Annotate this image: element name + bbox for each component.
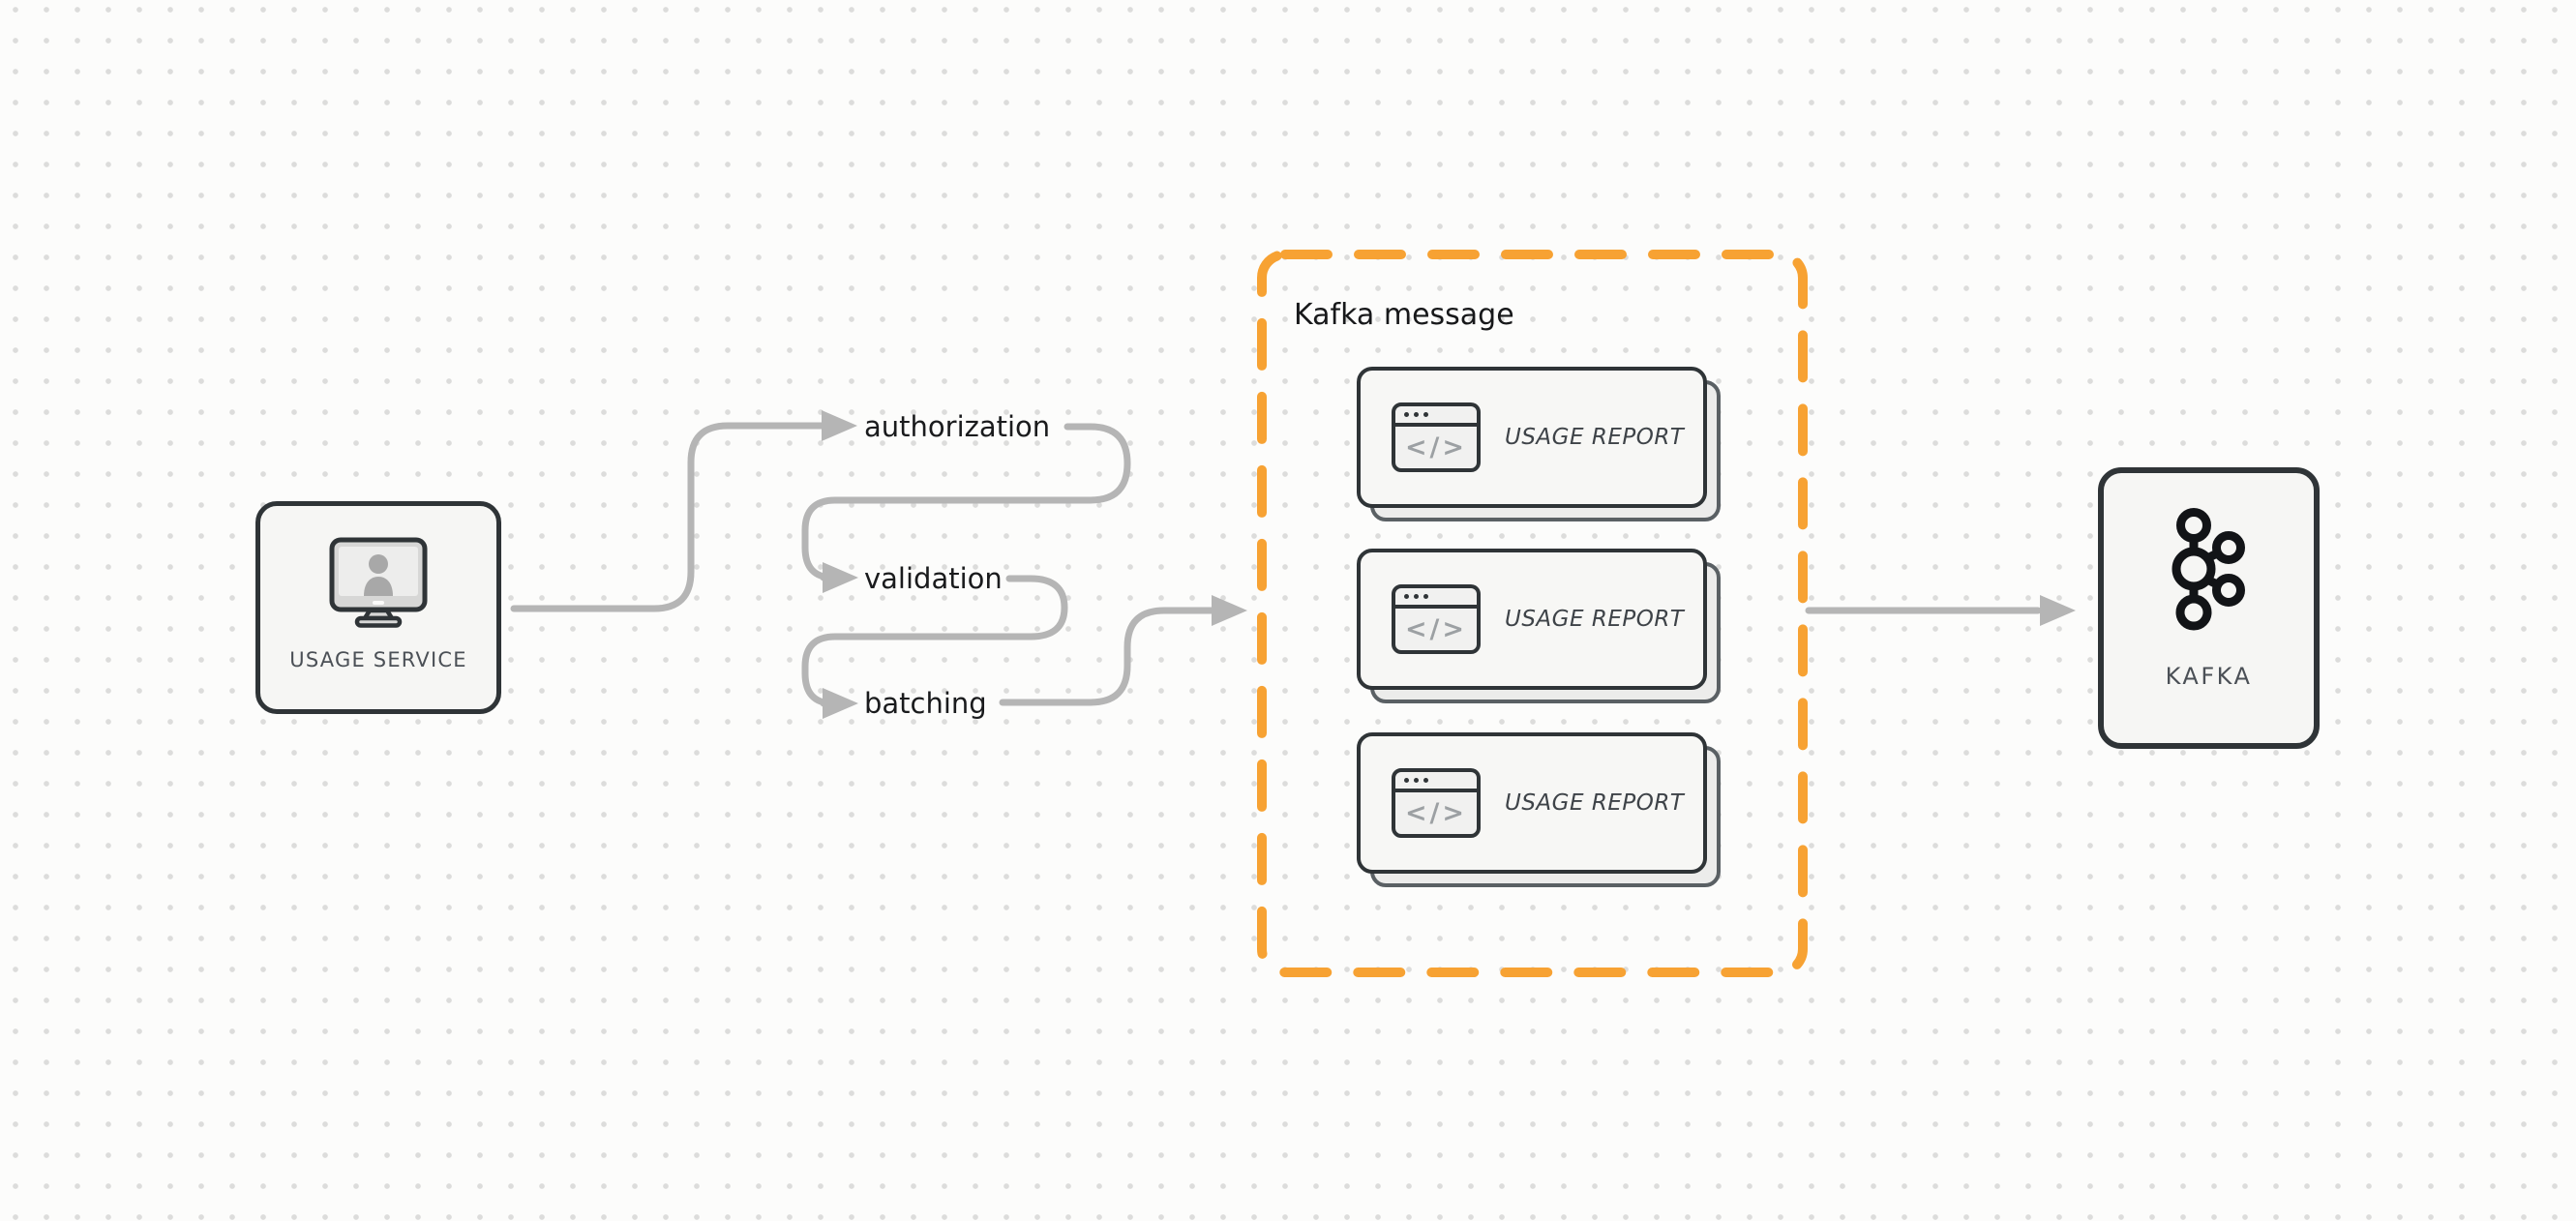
code-window-icon: </> xyxy=(1392,402,1481,472)
connector-usage-to-authorization xyxy=(510,422,825,612)
arrowhead-into-group xyxy=(1212,595,1247,626)
window-dot xyxy=(1423,594,1428,599)
usage-report-card: </> USAGE REPORT xyxy=(1357,549,1721,703)
usage-service-node: USAGE SERVICE xyxy=(255,501,501,714)
window-dot xyxy=(1414,412,1419,417)
arrowhead-into-kafka xyxy=(2040,595,2076,626)
window-dot xyxy=(1414,594,1419,599)
usage-service-label: USAGE SERVICE xyxy=(289,648,467,671)
code-glyph: </> xyxy=(1404,614,1468,644)
usage-report-label: USAGE REPORT xyxy=(1505,425,1685,450)
window-dot xyxy=(1404,594,1409,599)
usage-report-label: USAGE REPORT xyxy=(1505,790,1685,816)
window-dot xyxy=(1423,778,1428,783)
window-dot xyxy=(1404,778,1409,783)
usage-report-label: USAGE REPORT xyxy=(1505,607,1685,632)
code-window-icon: </> xyxy=(1392,768,1481,838)
step-batching: batching xyxy=(864,687,987,720)
kafka-message-group-title: Kafka message xyxy=(1294,298,1514,332)
kafka-logo-icon xyxy=(2172,508,2245,631)
window-dot xyxy=(1423,412,1428,417)
window-dot xyxy=(1414,778,1419,783)
code-glyph: </> xyxy=(1404,432,1468,462)
arrowhead-validation xyxy=(823,562,858,593)
connector-authorization-to-validation xyxy=(801,423,1131,581)
arrowhead-batching xyxy=(823,688,858,719)
code-glyph: </> xyxy=(1404,798,1468,828)
connector-batching-to-group xyxy=(999,607,1215,706)
usage-report-card: </> USAGE REPORT xyxy=(1357,367,1721,521)
kafka-label: KAFKA xyxy=(2165,663,2253,690)
arrowhead-authorization xyxy=(822,410,857,441)
usage-report-card: </> USAGE REPORT xyxy=(1357,732,1721,887)
step-authorization: authorization xyxy=(864,410,1051,443)
step-validation: validation xyxy=(864,562,1003,595)
window-dot xyxy=(1404,412,1409,417)
kafka-node: KAFKA xyxy=(2098,467,2320,749)
code-window-icon: </> xyxy=(1392,584,1481,654)
monitor-user-icon xyxy=(329,537,428,628)
